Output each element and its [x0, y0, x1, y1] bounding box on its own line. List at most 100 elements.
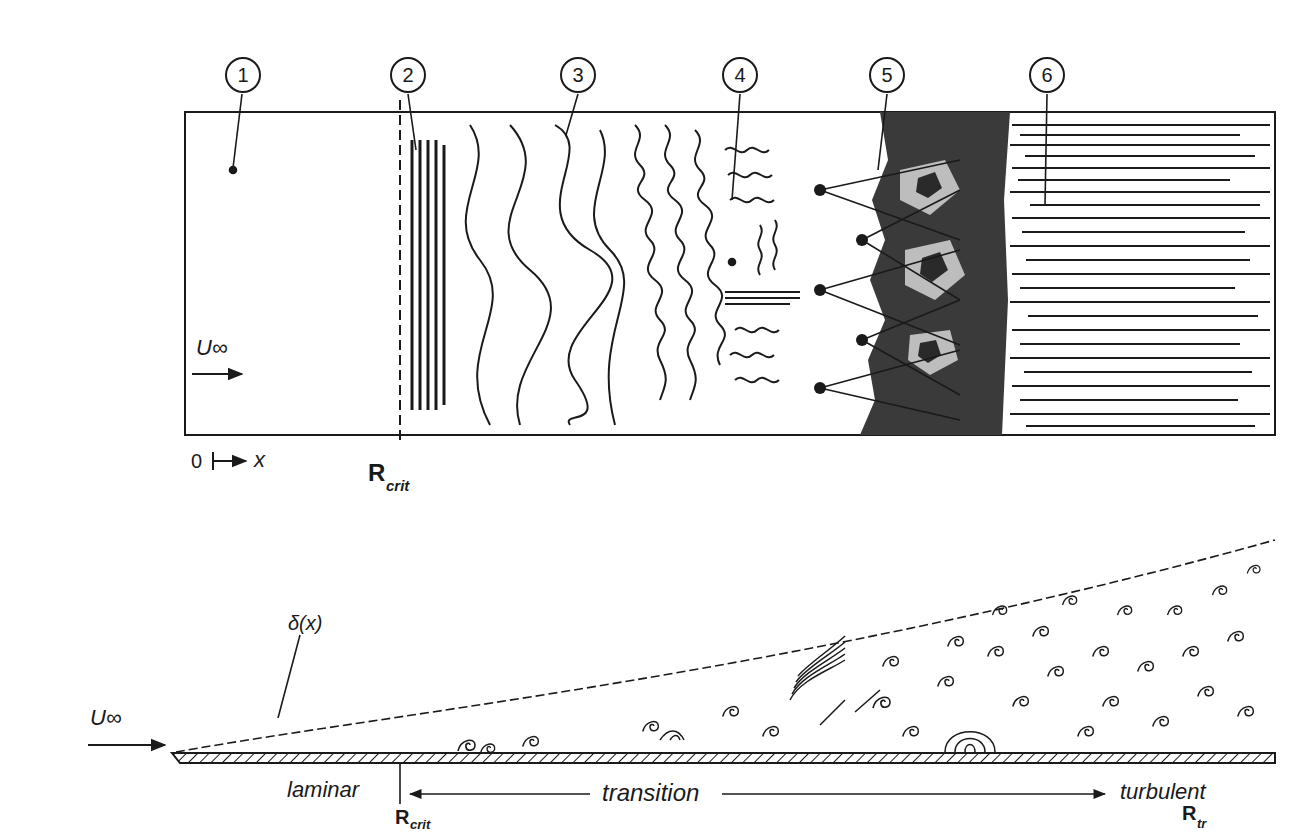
boundary-layer-edge — [176, 540, 1275, 752]
ts-waves-part — [443, 145, 446, 405]
freestream-label: U∞ — [88, 706, 124, 730]
turbulent-streaks-part — [1012, 217, 1270, 219]
rcrit-line-part — [399, 100, 401, 445]
reynolds-label: R — [393, 806, 411, 828]
hairpin-packet-part — [820, 690, 880, 725]
eddies-part — [1048, 667, 1064, 677]
callout-number: 3 — [572, 65, 583, 85]
eddies-part — [1063, 596, 1077, 605]
vortex-breakdown-part — [758, 220, 776, 275]
turbulent-streaks-part — [1010, 245, 1270, 247]
thickness-label: δ(x) — [286, 612, 324, 634]
vortex-breakdown-part — [725, 291, 800, 293]
callout-leaders-part — [878, 94, 887, 170]
regime-scale-part — [722, 793, 1105, 795]
hairpin-packet-part — [945, 732, 995, 752]
spot-origin-dots-part — [814, 184, 826, 196]
turbulent-spot-band-part — [900, 160, 960, 215]
turbulent-streaks-part — [1012, 167, 1270, 169]
eddies-part — [873, 697, 890, 708]
vortex-breakdown-part — [725, 303, 790, 305]
callout-circle: 1 — [225, 57, 261, 93]
callout-circle: 3 — [560, 57, 596, 93]
three-d-waves — [466, 125, 624, 425]
eddies-part — [1033, 627, 1049, 637]
flat-plate-part — [172, 753, 1275, 763]
vortex-breakdown-part — [635, 125, 666, 400]
callout-number: 4 — [734, 65, 745, 85]
hairpin-packet-part — [790, 636, 845, 700]
regime-label: transition — [600, 780, 701, 806]
freestream-arrows-part — [192, 373, 242, 375]
ts-waves-part — [411, 140, 414, 410]
callout-leaders-part — [408, 94, 416, 150]
eddies-part — [1198, 687, 1214, 697]
turbulent-streaks-part — [1020, 343, 1240, 345]
turbulent-streaks-part — [1012, 273, 1270, 275]
regime-label: turbulent — [1118, 780, 1208, 804]
three-d-waves-part — [508, 125, 550, 425]
turbulent-spot-band-part — [918, 340, 941, 363]
eddies-part — [523, 737, 539, 747]
hairpin-packet-part — [660, 731, 684, 740]
hairpin-packet — [660, 636, 995, 752]
callout-leaders-part — [230, 167, 237, 174]
ts-waves-part — [435, 140, 438, 410]
callout-circle: 2 — [390, 57, 426, 93]
eddies-part — [723, 707, 739, 717]
turbulent-spot-band — [860, 112, 1010, 435]
reynolds-subscript: crit — [384, 477, 411, 494]
turbulent-streaks-part — [1012, 124, 1270, 126]
vortex-breakdown-part — [665, 125, 696, 400]
callout-leaders — [230, 94, 1048, 266]
reynolds-subscript: crit — [408, 817, 432, 832]
eddies-part — [1103, 697, 1119, 707]
turbulent-spots-part — [820, 160, 960, 420]
turbulent-streaks-part — [1012, 329, 1270, 331]
eddies-part — [481, 744, 495, 753]
three-d-waves-part — [594, 130, 624, 425]
ts-waves-part — [427, 140, 430, 410]
vortex-breakdown-part — [725, 297, 800, 299]
turbulent-streaks-part — [1010, 357, 1270, 359]
eddies — [458, 565, 1260, 753]
turbulent-streaks-part — [1020, 399, 1238, 401]
eddies-part — [1238, 707, 1254, 717]
callout-circle: 6 — [1029, 57, 1065, 93]
regime-scale — [400, 763, 1105, 804]
callout-leaders-part — [729, 259, 736, 266]
eddies-part — [883, 657, 899, 667]
boundary-layer-edge-part — [278, 635, 300, 718]
callout-circle: 5 — [869, 57, 905, 93]
turbulent-streaks-part — [1020, 134, 1240, 136]
rcrit-line — [400, 100, 401, 445]
eddies-part — [1153, 717, 1169, 727]
freestream-arrows-part — [88, 744, 165, 746]
reynolds-subscript: tr — [1195, 816, 1208, 831]
eddies-part — [988, 647, 1004, 657]
vortex-breakdown-part — [695, 130, 725, 365]
three-d-waves-part — [555, 125, 612, 425]
eddies-part — [1183, 647, 1199, 657]
turbulent-spot-band-part — [905, 240, 965, 300]
boundary-layer-edge-part — [176, 540, 1275, 752]
eddies-part — [993, 606, 1007, 615]
freestream-arrows — [88, 374, 242, 745]
eddies-part — [938, 677, 954, 687]
turbulent-streaks-part — [1022, 231, 1245, 233]
spot-origin-dots-part — [814, 382, 826, 394]
spot-origin-dots — [814, 184, 868, 394]
x-axis-marker-part — [213, 460, 246, 462]
turbulent-streaks-part — [1028, 315, 1258, 317]
turbulent-spot-band-part — [860, 112, 1010, 435]
eddies-part — [1213, 586, 1227, 595]
eddies-part — [903, 727, 919, 737]
callout-leaders-part — [233, 94, 242, 168]
spot-origin-dots-part — [856, 334, 868, 346]
callout-circle: 4 — [722, 57, 758, 93]
ts-waves — [412, 140, 444, 410]
callout-leaders-part — [732, 94, 740, 200]
callout-number: 1 — [237, 65, 248, 85]
